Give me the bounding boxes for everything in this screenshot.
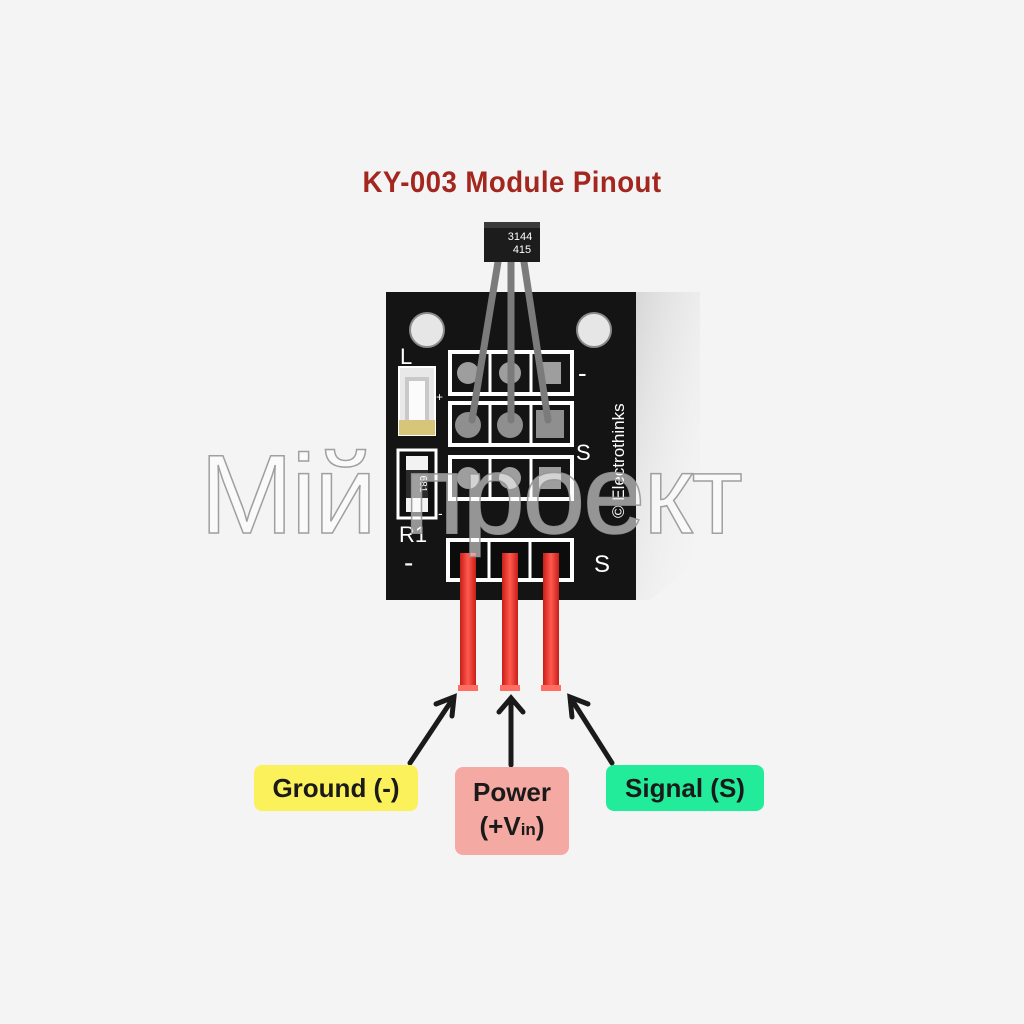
copyright-text: © Electrothinks	[609, 403, 628, 518]
pin-power	[500, 553, 520, 691]
ground-label: Ground (-)	[254, 765, 418, 811]
resistor-component	[396, 448, 438, 520]
sensor-marking-line1: 3144	[508, 231, 532, 243]
row-top-minus-mark: -	[578, 358, 587, 388]
power-label-close: )	[535, 811, 545, 841]
pad-row-bottom	[448, 455, 574, 501]
signal-label: Signal (S)	[606, 765, 764, 811]
hall-sensor	[484, 222, 540, 262]
pin-signal	[541, 553, 561, 691]
header-s-mark: S	[594, 551, 610, 578]
resistor-label: R1	[399, 522, 427, 547]
led-plus-mark: +	[436, 390, 443, 404]
arrow-signal	[567, 693, 615, 766]
mounting-hole-right	[576, 312, 612, 348]
pin-ground	[458, 553, 478, 691]
resistor-minus-mark: -	[438, 505, 443, 521]
arrow-ground	[407, 693, 457, 766]
power-label: Power (+Vin)	[455, 767, 569, 855]
arrow-power	[496, 694, 526, 768]
diagram-title: KY-003 Module Pinout	[362, 166, 662, 199]
power-label-subscript: in	[520, 820, 536, 839]
led-component	[398, 366, 436, 436]
resistor-code: 681	[417, 476, 428, 493]
mounting-hole-left	[409, 312, 445, 348]
power-label-line1: Power	[472, 777, 552, 807]
header-minus-mark: -	[404, 547, 413, 578]
row-middle-s-mark: S	[576, 440, 591, 465]
board-shadow	[635, 292, 700, 600]
sensor-leads	[468, 258, 552, 424]
led-label: L	[400, 344, 412, 369]
power-label-vplus: (+V	[479, 811, 521, 841]
power-label-line2: (+Vin)	[480, 809, 545, 847]
pad-row-middle	[448, 401, 574, 447]
sensor-marking-line2: 415	[513, 244, 531, 256]
